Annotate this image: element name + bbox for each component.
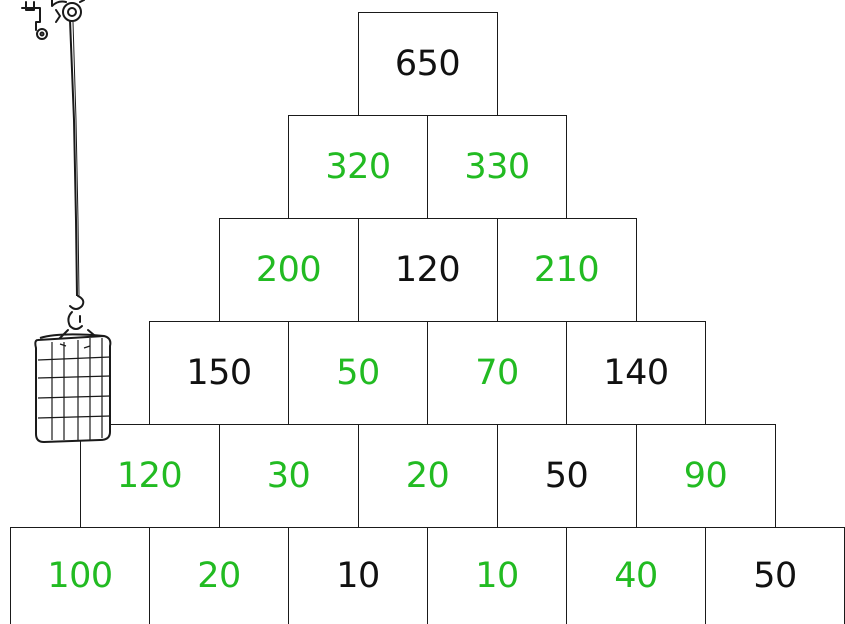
pyramid-cell-r4-c3: 70 [427,321,567,425]
pyramid-cell-r6-c2: 20 [149,527,289,624]
pyramid-cell-r4-c1: 150 [149,321,289,425]
pyramid-cell-r6-c6: 50 [705,527,845,624]
pyramid-cell-r6-c5: 40 [566,527,706,624]
brick-block-icon [35,334,110,442]
pyramid-cell-r4-c2: 50 [288,321,428,425]
pyramid-cell-r2-c2: 330 [427,115,567,219]
hook-icon [58,296,100,340]
pyramid-cell-r1-c1: 650 [358,12,498,116]
pyramid-cell-r3-c3: 210 [497,218,637,322]
pyramid-cell-r5-c2: 30 [219,424,359,528]
pyramid-cell-r6-c3: 10 [288,527,428,624]
pyramid-cell-r5-c4: 50 [497,424,637,528]
pyramid-cell-r5-c5: 90 [636,424,776,528]
crane-hook-icon [0,0,130,445]
pyramid-cell-r4-c4: 140 [566,321,706,425]
pyramid-cell-r3-c1: 200 [219,218,359,322]
pyramid-cell-r2-c1: 320 [288,115,428,219]
pyramid-cell-r6-c4: 10 [427,527,567,624]
crane-trolley-icon [22,0,84,39]
crane-cable [70,20,77,296]
pyramid-cell-r6-c1: 100 [10,527,150,624]
pyramid-cell-r3-c2: 120 [358,218,498,322]
pyramid-cell-r5-c3: 20 [358,424,498,528]
